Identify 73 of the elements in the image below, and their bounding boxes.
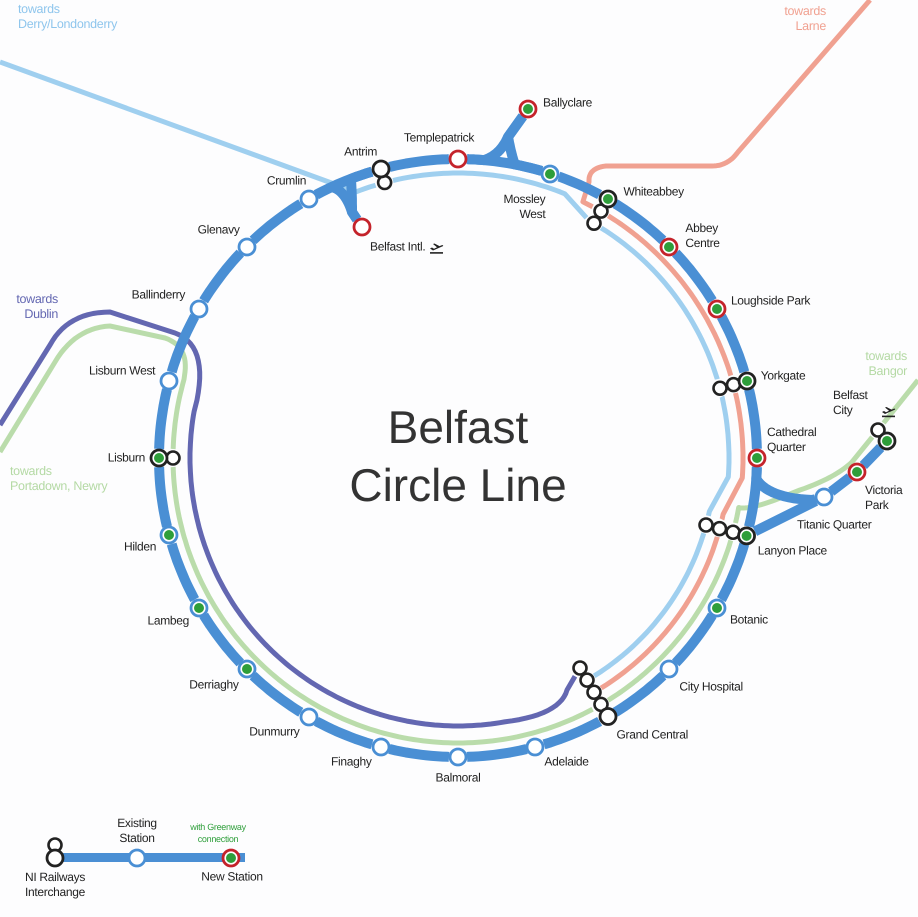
rail-line <box>0 310 578 728</box>
rail-line <box>733 435 874 525</box>
map-title: Belfast Circle Line <box>348 400 568 513</box>
station-label: Lisburn West <box>88 363 156 378</box>
rail-line <box>0 324 188 454</box>
rail-line <box>249 199 305 244</box>
station-label: Victoria Park <box>865 483 904 513</box>
rail-line <box>580 0 872 210</box>
station-label: Glenavy <box>198 222 240 238</box>
rail-line <box>672 611 717 667</box>
station-label: Hilden <box>124 540 156 555</box>
station-label: Whiteabbey <box>624 184 684 200</box>
rail-line <box>716 540 750 604</box>
rail-line <box>166 312 200 376</box>
rail-line <box>599 226 720 382</box>
rail-line <box>199 249 244 305</box>
rail-line <box>0 60 378 194</box>
station-label: Abbey Centre <box>685 220 721 251</box>
station-label: Crumlin <box>266 174 306 189</box>
direction-label: towards Dublin <box>15 292 58 322</box>
direction-label: towards Portadown, Newry <box>10 464 108 494</box>
station-label: Dunmurry <box>249 724 300 740</box>
legend-label: New Station <box>200 870 264 884</box>
rail-line <box>720 391 746 522</box>
rail-line <box>346 166 376 222</box>
rail-line <box>672 249 717 305</box>
direction-label: towards Derry/Londonderry <box>18 2 118 32</box>
station-label: Belfast City <box>833 388 869 418</box>
station-label: Loughside Park <box>730 293 810 308</box>
rail-line <box>391 170 588 220</box>
rail-line <box>166 540 200 604</box>
legend-label: Existing Station <box>116 816 158 846</box>
legend-label: NI Railways Interchange <box>24 870 86 900</box>
station-label: Yorkgate <box>760 368 806 384</box>
station-label: Lisburn <box>108 450 145 466</box>
station-label: Grand Central <box>616 727 688 742</box>
rail-line <box>199 611 244 667</box>
rail-line <box>599 534 720 690</box>
rail-line <box>312 716 376 750</box>
station-label: Adelaide <box>544 754 589 770</box>
station-label: Finaghy <box>331 754 372 770</box>
station-label: Ballyclare <box>543 96 592 110</box>
station-label: Belfast Intl. <box>370 240 426 254</box>
station-label: Templepatrick <box>404 130 474 146</box>
station-label: City Hospital <box>679 680 743 695</box>
rail-line <box>606 214 734 378</box>
station-label: Ballinderry <box>132 287 186 302</box>
rail-line <box>606 538 734 702</box>
rail-line <box>828 473 853 496</box>
rail-line <box>611 672 667 717</box>
direction-label: towards Bangor <box>864 349 907 379</box>
rail-line <box>716 312 750 376</box>
station-label: Botanic <box>730 612 768 627</box>
rail-line <box>170 465 594 746</box>
rail-line <box>540 716 604 750</box>
rail-line <box>555 172 604 200</box>
rail-line <box>611 199 667 244</box>
rail-line <box>249 672 305 717</box>
legend-label: with Greenway connection <box>189 821 247 845</box>
station-label: Lambeg <box>147 613 190 628</box>
direction-label: towards Larne <box>783 4 826 34</box>
station-label: Lanyon Place <box>758 544 827 559</box>
station-label: Balmoral <box>436 770 480 786</box>
station-label: Cathedral Quarter <box>767 425 818 455</box>
station-label: Mossley West <box>502 192 546 222</box>
station-label: Titanic Quarter <box>797 518 872 532</box>
rail-line <box>503 113 546 176</box>
rail-line <box>882 378 918 425</box>
rail-line <box>706 394 732 516</box>
rail-line <box>592 532 706 678</box>
rail-line <box>860 444 884 469</box>
station-label: Antrim <box>344 144 378 160</box>
station-label: Derriaghy <box>189 678 239 693</box>
